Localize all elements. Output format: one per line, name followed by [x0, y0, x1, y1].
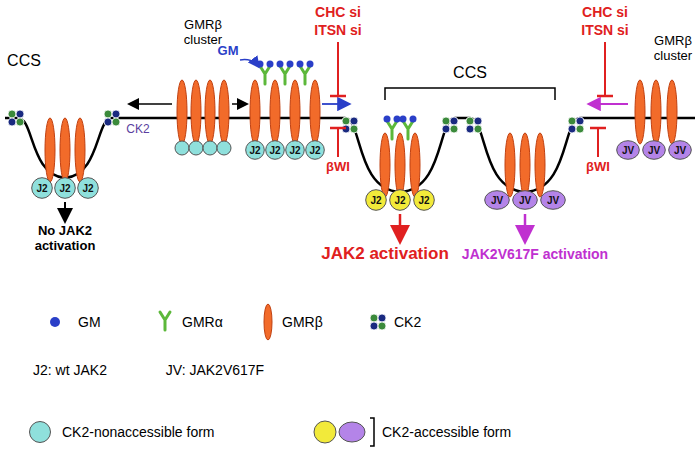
- jak2-molecule: J2: [54, 177, 76, 199]
- molecule-label: J2: [265, 140, 285, 160]
- molecule-label: J2: [305, 140, 325, 160]
- legend-text: CK2-nonaccessible form: [62, 424, 215, 440]
- diagram-label: βWI: [326, 160, 350, 175]
- molecule-label: J2: [285, 140, 305, 160]
- jak2-molecule: J2: [365, 189, 387, 211]
- diagram-label: JAK2 activation: [321, 244, 449, 264]
- molecule-label: JV: [512, 190, 538, 210]
- diagram-label: CK2: [126, 123, 149, 137]
- legend-text: CK2: [394, 314, 421, 330]
- diagram-label: CCS: [7, 52, 41, 70]
- diagram-label: ITSN si: [314, 22, 361, 38]
- diagram-label: βWI: [586, 160, 610, 175]
- jak2-molecule: JV: [512, 190, 538, 210]
- legend-swatch: [29, 421, 51, 443]
- diagram-label: JAK2V617F activation: [462, 246, 608, 262]
- molecule-label: JV: [642, 140, 666, 160]
- legend-text: GMRβ: [282, 314, 323, 330]
- jak2-molecule: J2: [413, 189, 435, 211]
- jak2-molecule: J2: [389, 189, 411, 211]
- diagram-label: ITSN si: [581, 22, 628, 38]
- diagram-label: GMRβ cluster: [649, 34, 697, 64]
- molecule-label: JV: [668, 140, 692, 160]
- molecule-label: J2: [365, 189, 387, 211]
- jak2-molecule: J2: [305, 140, 325, 160]
- diagram-label: CCS: [453, 64, 487, 82]
- jak2-molecule: JV: [668, 140, 692, 160]
- jak2-molecule: J2: [31, 177, 53, 199]
- molecule-label: JV: [616, 140, 640, 160]
- diagram-label: CHC si: [582, 4, 628, 20]
- diagram-label: CHC si: [315, 4, 361, 20]
- molecule-label: J2: [77, 177, 99, 199]
- jak2-molecule: J2: [265, 140, 285, 160]
- jak2-molecule: J2: [245, 140, 265, 160]
- legend-text: GMRα: [182, 314, 223, 330]
- jak2-molecule: J2: [77, 177, 99, 199]
- molecule-label: J2: [389, 189, 411, 211]
- jak2-molecule: JV: [484, 190, 510, 210]
- diagram-label: No JAK2 activation: [15, 224, 115, 254]
- legend-text: GM: [78, 314, 101, 330]
- molecule-label: J2: [413, 189, 435, 211]
- jak2-molecule: J2: [285, 140, 305, 160]
- molecule-label: J2: [31, 177, 53, 199]
- jak2-molecule: JV: [540, 190, 566, 210]
- jak2-molecule: JV: [642, 140, 666, 160]
- diagram-label: GM: [218, 44, 239, 59]
- molecule-label: J2: [245, 140, 265, 160]
- legend-text: CK2-accessible form: [382, 424, 511, 440]
- molecule-label: J2: [54, 177, 76, 199]
- diagram-label: J2: wt JAK2: [33, 362, 107, 378]
- jak2-molecule: JV: [616, 140, 640, 160]
- legend-swatch: [50, 317, 60, 327]
- molecule-label: JV: [484, 190, 510, 210]
- molecule-label: JV: [540, 190, 566, 210]
- diagram-label: JV: JAK2V617F: [166, 362, 264, 378]
